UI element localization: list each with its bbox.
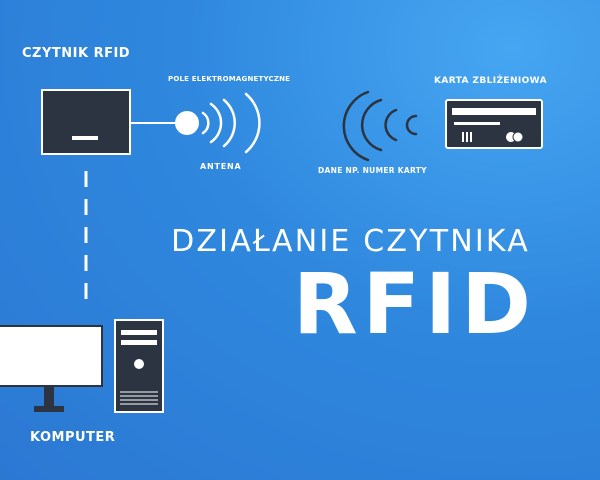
monitor-icon bbox=[0, 325, 103, 412]
field-label: POLE ELEKTROMAGNETYCZNE bbox=[168, 75, 291, 83]
antenna-label: ANTENA bbox=[200, 162, 242, 171]
field-waves-icon bbox=[201, 92, 261, 154]
headline-rfid: RFID bbox=[292, 255, 536, 353]
proximity-card-icon bbox=[445, 99, 543, 149]
data-label: DANE NP. NUMER KARTY bbox=[318, 166, 427, 175]
data-waves-icon bbox=[342, 90, 418, 162]
reader-label: CZYTNIK RFID bbox=[22, 46, 131, 61]
antenna-icon bbox=[175, 111, 199, 135]
computer-label: KOMPUTER bbox=[30, 430, 116, 445]
computer-tower-icon bbox=[114, 319, 164, 413]
reader-device-icon bbox=[41, 89, 131, 155]
headline-title: DZIAŁANIE CZYTNIKA bbox=[171, 224, 530, 259]
card-label: KARTA ZBLIŻENIOWA bbox=[434, 76, 547, 86]
